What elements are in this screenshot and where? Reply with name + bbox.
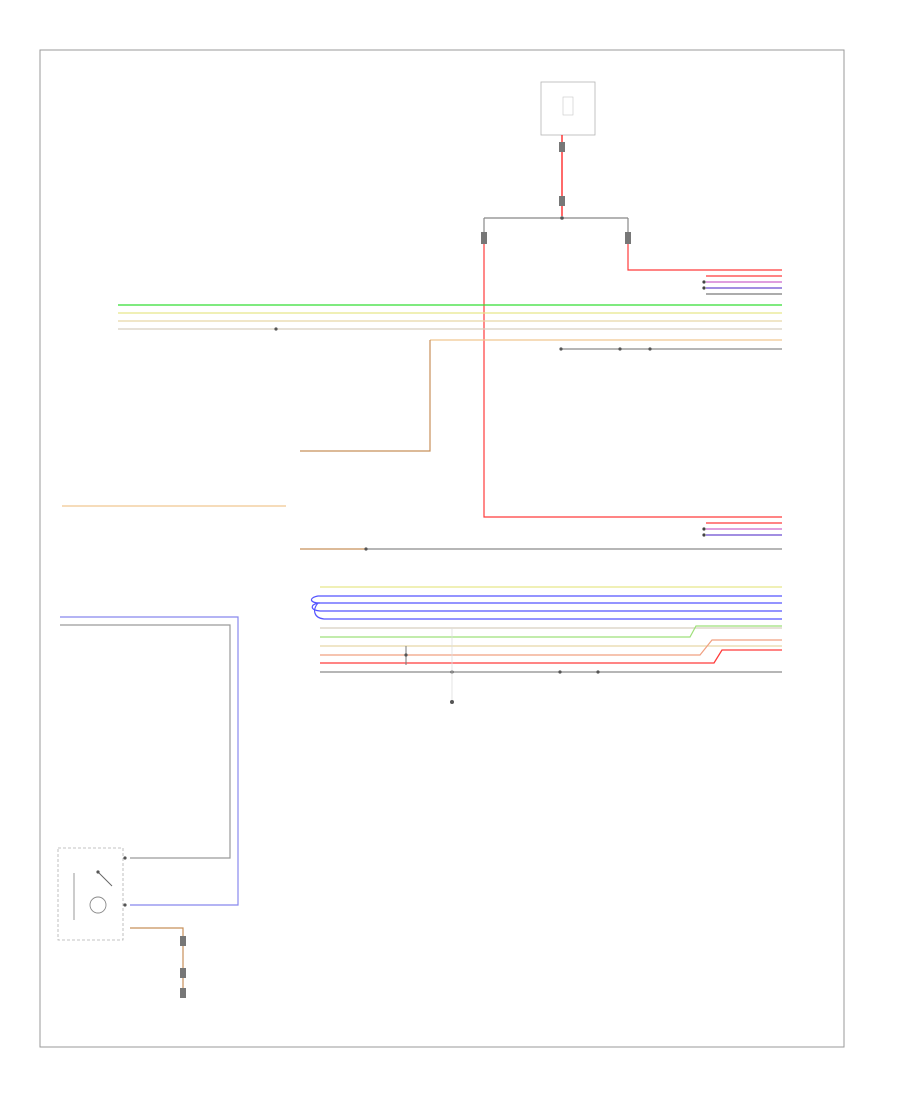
splice-row-b — [300, 547, 782, 551]
lower-right-stubs — [702, 522, 782, 537]
switch-ground — [130, 927, 186, 998]
upper-right-stubs — [702, 275, 782, 295]
lower-connector-desc — [450, 628, 454, 704]
fuse-block — [540, 81, 596, 136]
fuse-feed-wire — [559, 135, 565, 216]
upper-connector-wires — [118, 304, 782, 351]
red-power-trunk — [483, 244, 782, 518]
diagram-frame — [39, 49, 845, 1048]
red-power-branch — [627, 244, 782, 271]
splice-bar — [481, 216, 631, 244]
switch-loop-wires — [60, 616, 239, 906]
lower-connector-wires — [310, 586, 782, 674]
switch-component — [57, 847, 127, 941]
orange-splice-wire-1 — [300, 340, 431, 452]
